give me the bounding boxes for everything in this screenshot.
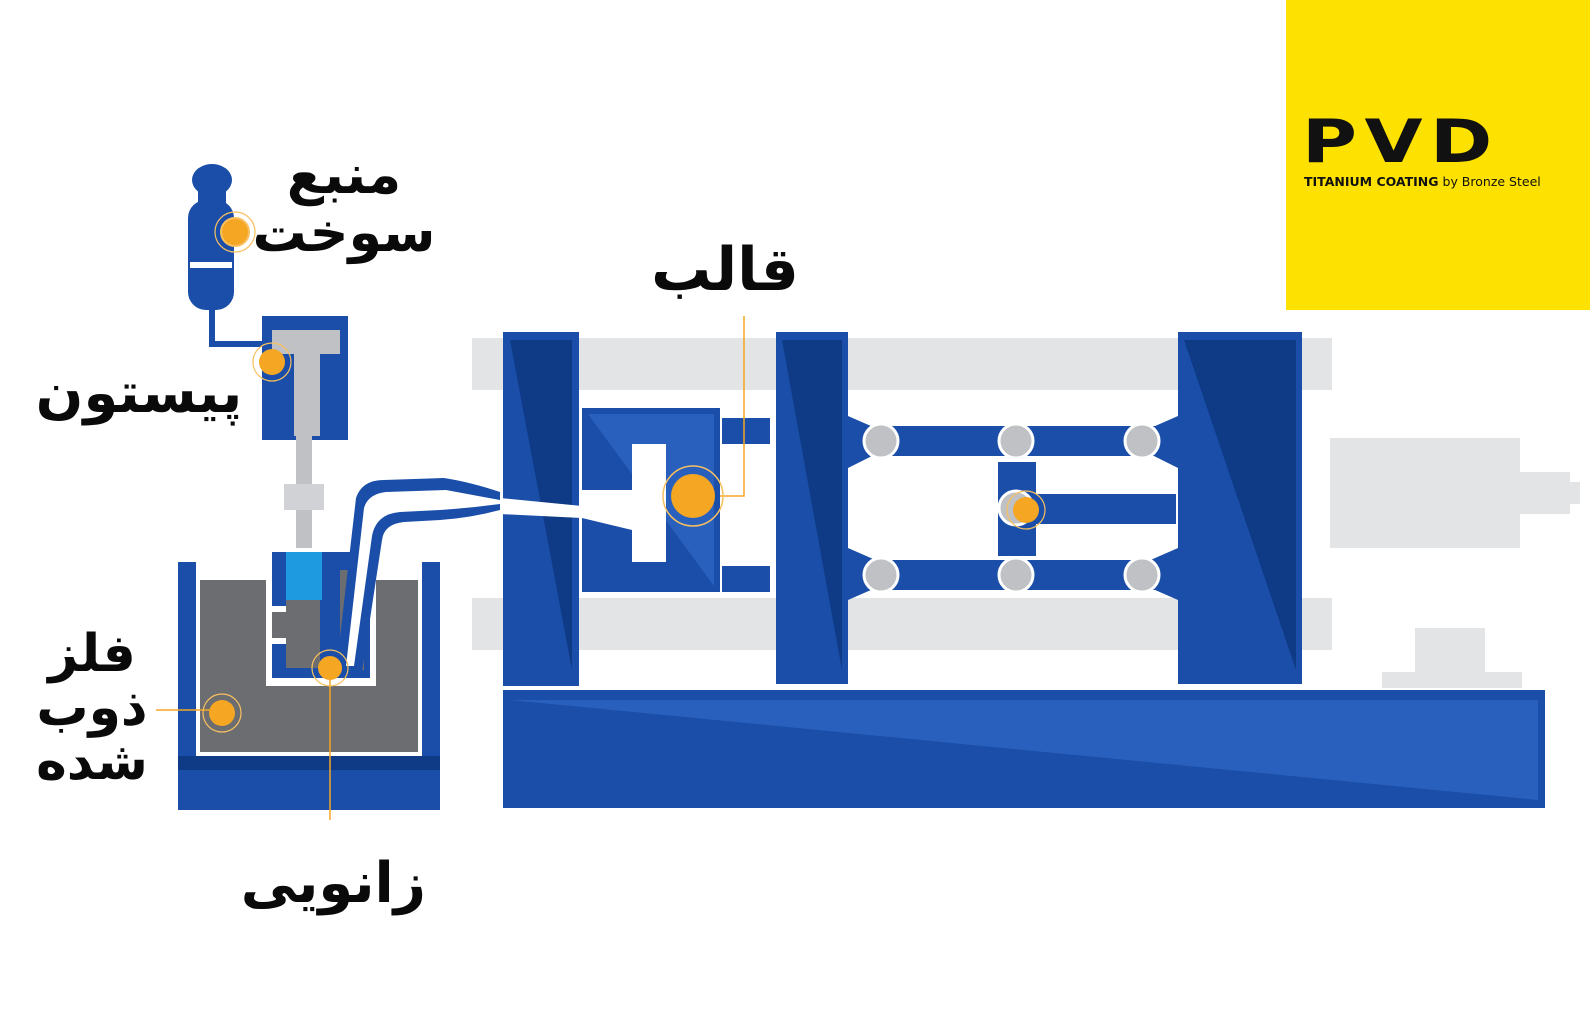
gooseneck-nozzle — [336, 478, 632, 672]
fuel-source-line2: سوخت — [252, 201, 436, 264]
fuel-source-label: منبع سوخت — [248, 148, 440, 260]
molten-metal-label: فلز ذوب شده — [24, 628, 160, 788]
logo-tagline-bold: TITANIUM COATING — [1304, 174, 1439, 189]
logo-tagline-rest: by Bronze Steel — [1438, 174, 1541, 189]
fuel-source-marker — [220, 217, 250, 247]
piston — [262, 316, 348, 548]
molten-metal-line1: فلز — [48, 624, 136, 684]
piston-label: پیستون — [35, 361, 243, 426]
toggle-marker — [1013, 497, 1039, 523]
molten-metal-marker — [209, 700, 235, 726]
mold — [582, 408, 770, 592]
logo-brand: PVD — [1302, 107, 1500, 177]
piston-marker — [259, 349, 285, 375]
furnace — [178, 552, 440, 810]
toggle-mechanism — [848, 416, 1178, 600]
mold-label: قالب — [651, 235, 799, 305]
fuel-source-line1: منبع — [286, 143, 402, 206]
gooseneck-marker — [318, 656, 342, 680]
molten-metal-line2: ذوب — [36, 678, 148, 738]
moving-platen — [776, 332, 848, 684]
molten-metal-line3: شده — [36, 732, 148, 792]
callout-markers — [202, 211, 1046, 733]
logo-tagline: TITANIUM COATING by Bronze Steel — [1304, 174, 1541, 189]
pvd-logo: PVD TITANIUM COATING by Bronze Steel — [1286, 0, 1590, 310]
rear-platen — [1178, 332, 1302, 684]
gooseneck-label: زانویی — [240, 851, 426, 916]
mold-marker — [671, 474, 715, 518]
machine-base — [503, 690, 1545, 808]
